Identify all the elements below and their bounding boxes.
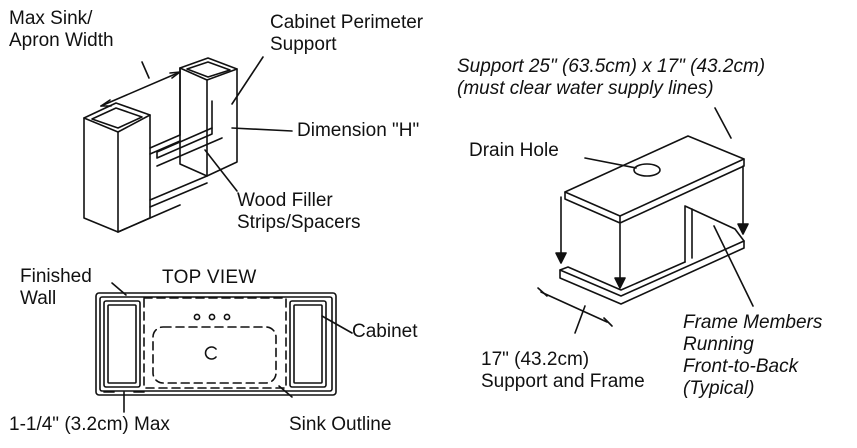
label-frame-members: Frame Members Running Front-to-Back (Typ… bbox=[683, 312, 822, 400]
label-line: (must clear water supply lines) bbox=[457, 78, 714, 99]
base-rail-front-2 bbox=[149, 182, 208, 208]
support-slab-top bbox=[564, 135, 745, 217]
arrow-right-head bbox=[737, 223, 749, 235]
leader-support-frame bbox=[574, 305, 586, 334]
depth-dimension-line bbox=[540, 291, 608, 323]
filler-strip bbox=[156, 127, 213, 159]
cabinet-isometric bbox=[83, 56, 293, 233]
label-line: Frame Members bbox=[683, 312, 823, 333]
label-cabinet: Cabinet bbox=[352, 321, 418, 342]
leader-finished-wall bbox=[111, 282, 127, 296]
sink-outline bbox=[143, 297, 287, 389]
label-max-gap: 1-1/4" (3.2cm) Max bbox=[9, 414, 170, 435]
label-support-and-frame: 17" (43.2cm) Support and Frame bbox=[481, 349, 645, 393]
left-cabinet bbox=[103, 300, 141, 388]
label-line: Support 25" (63.5cm) x 17" (43.2cm) bbox=[457, 56, 766, 77]
back-rail bbox=[149, 134, 181, 155]
right-cabinet bbox=[289, 300, 327, 388]
leader-sink-outline bbox=[278, 385, 293, 398]
arrow-mid-head bbox=[614, 277, 626, 289]
frame-member bbox=[684, 205, 745, 263]
label-cabinet-perimeter-support: Cabinet Perimeter Support bbox=[270, 12, 423, 56]
depth-tick-a bbox=[537, 287, 548, 297]
depth-tick-b bbox=[603, 317, 613, 327]
label-line: Max Sink/ bbox=[9, 8, 93, 29]
label-drain-hole: Drain Hole bbox=[469, 140, 559, 161]
basin-outline bbox=[152, 326, 277, 384]
top-view bbox=[95, 282, 353, 413]
label-line: Apron Width bbox=[9, 30, 114, 51]
support-frame bbox=[537, 107, 754, 334]
drain-symbol bbox=[204, 346, 217, 360]
filler-strip-2 bbox=[156, 137, 223, 167]
leader-wood-filler bbox=[204, 149, 238, 192]
outer-frame-inner bbox=[99, 296, 333, 392]
label-line: Support and Frame bbox=[481, 371, 645, 392]
width-arrow-right bbox=[169, 71, 181, 79]
label-line: 17" (43.2cm) bbox=[481, 349, 590, 370]
label-support-size: Support 25" (63.5cm) x 17" (43.2cm) (mus… bbox=[457, 56, 765, 100]
leader-drain-hole bbox=[584, 157, 637, 169]
label-line: Wall bbox=[20, 288, 57, 309]
width-arrow-tail bbox=[141, 61, 150, 79]
left-cabinet-inner bbox=[107, 304, 137, 384]
label-line: Strips/Spacers bbox=[237, 212, 361, 233]
label-line: Cabinet Perimeter bbox=[270, 12, 424, 33]
right-cabinet-inner bbox=[293, 304, 323, 384]
base-rail-front bbox=[149, 175, 208, 201]
label-line: Finished bbox=[20, 266, 92, 287]
label-dimension-h: Dimension "H" bbox=[297, 120, 420, 141]
width-dimension-line bbox=[100, 71, 181, 107]
leader-frame-members bbox=[713, 225, 754, 307]
width-arrow-left bbox=[100, 99, 112, 107]
label-wood-filler: Wood Filler Strips/Spacers bbox=[237, 190, 361, 234]
leader-cabinet bbox=[321, 315, 353, 334]
leader-dimension-h bbox=[211, 100, 293, 132]
label-max-sink-width: Max Sink/ Apron Width bbox=[9, 8, 114, 52]
faucet-hole-2 bbox=[208, 313, 216, 321]
left-box-inner bbox=[91, 107, 143, 129]
leader-support-size bbox=[714, 107, 732, 139]
leader-perimeter bbox=[231, 56, 264, 105]
support-slab-front bbox=[564, 191, 621, 224]
label-line: Support bbox=[270, 34, 337, 55]
label-top-view: TOP VIEW bbox=[162, 267, 257, 288]
frame-front bbox=[559, 240, 745, 305]
label-line: (Typical) bbox=[683, 378, 755, 399]
frame-side bbox=[559, 261, 686, 291]
label-line: Running bbox=[683, 334, 754, 355]
label-finished-wall: Finished Wall bbox=[20, 266, 92, 310]
arrow-left-head bbox=[555, 252, 567, 264]
drain-hole bbox=[633, 163, 661, 177]
right-box bbox=[179, 57, 238, 177]
base-rail-bottom bbox=[117, 204, 181, 233]
label-line: Front-to-Back bbox=[683, 356, 799, 377]
faucet-hole-1 bbox=[193, 313, 201, 321]
label-sink-outline: Sink Outline bbox=[289, 414, 392, 435]
outer-frame bbox=[95, 292, 337, 396]
faucet-hole-3 bbox=[223, 313, 231, 321]
right-box-inner bbox=[186, 61, 231, 78]
support-slab-side bbox=[619, 158, 745, 224]
label-line: Wood Filler bbox=[237, 190, 333, 211]
